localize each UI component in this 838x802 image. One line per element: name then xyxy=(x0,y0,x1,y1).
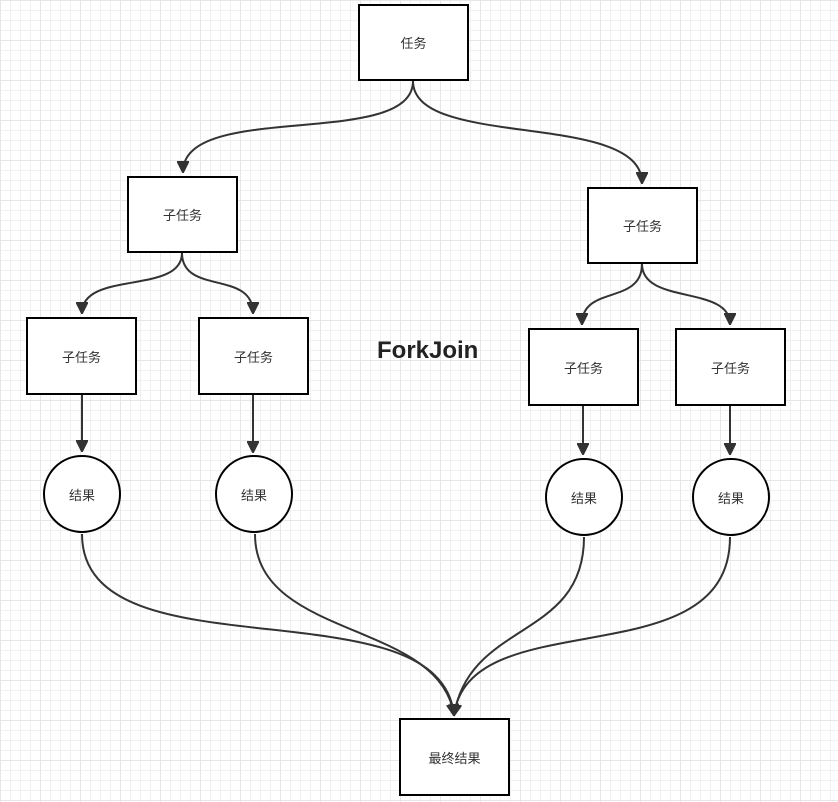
edge-task-to-subtask-right xyxy=(412,80,642,183)
edge-result-2-to-final xyxy=(254,533,454,715)
subtask-right-2-node[interactable]: 子任务 xyxy=(675,328,786,406)
final-result-label: 最终结果 xyxy=(428,751,481,767)
subtask-right-label: 子任务 xyxy=(622,220,662,235)
edge-result-4-to-final xyxy=(454,536,731,715)
edge-subtask-right-to-subtask-right-2 xyxy=(641,263,730,324)
final-result-node[interactable]: 最终结果 xyxy=(399,718,510,796)
task-label: 任务 xyxy=(400,37,427,52)
edge-subtask-left-to-subtask-left-2 xyxy=(181,252,253,313)
edge-result-1-to-final xyxy=(81,533,454,715)
result-4-label: 结果 xyxy=(717,491,744,507)
subtask-left-2-label: 子任务 xyxy=(233,350,273,366)
subtask-right-1-label: 子任务 xyxy=(563,361,603,377)
subtask-right-2-label: 子任务 xyxy=(710,361,750,377)
result-4-node[interactable]: 结果 xyxy=(692,458,770,536)
result-2-node[interactable]: 结果 xyxy=(215,455,293,533)
edge-task-to-subtask-left xyxy=(183,80,414,172)
result-1-node[interactable]: 结果 xyxy=(43,455,121,533)
subtask-left-node[interactable]: 子任务 xyxy=(127,176,238,253)
task-node[interactable]: 任务 xyxy=(358,4,469,81)
subtask-left-2-node[interactable]: 子任务 xyxy=(198,317,309,395)
subtask-left-label: 子任务 xyxy=(162,209,202,224)
subtask-right-node[interactable]: 子任务 xyxy=(587,187,698,264)
edge-result-3-to-final xyxy=(454,536,585,715)
subtask-right-1-node[interactable]: 子任务 xyxy=(528,328,639,406)
edge-subtask-left-to-subtask-left-1 xyxy=(82,252,183,313)
result-3-label: 结果 xyxy=(570,491,597,507)
edge-subtask-right-to-subtask-right-1 xyxy=(582,263,643,324)
result-2-label: 结果 xyxy=(240,488,267,504)
subtask-left-1-label: 子任务 xyxy=(61,350,101,366)
result-1-label: 结果 xyxy=(68,488,95,504)
diagram-title: ForkJoin xyxy=(377,337,479,364)
subtask-left-1-node[interactable]: 子任务 xyxy=(26,317,137,395)
result-3-node[interactable]: 结果 xyxy=(545,458,623,536)
